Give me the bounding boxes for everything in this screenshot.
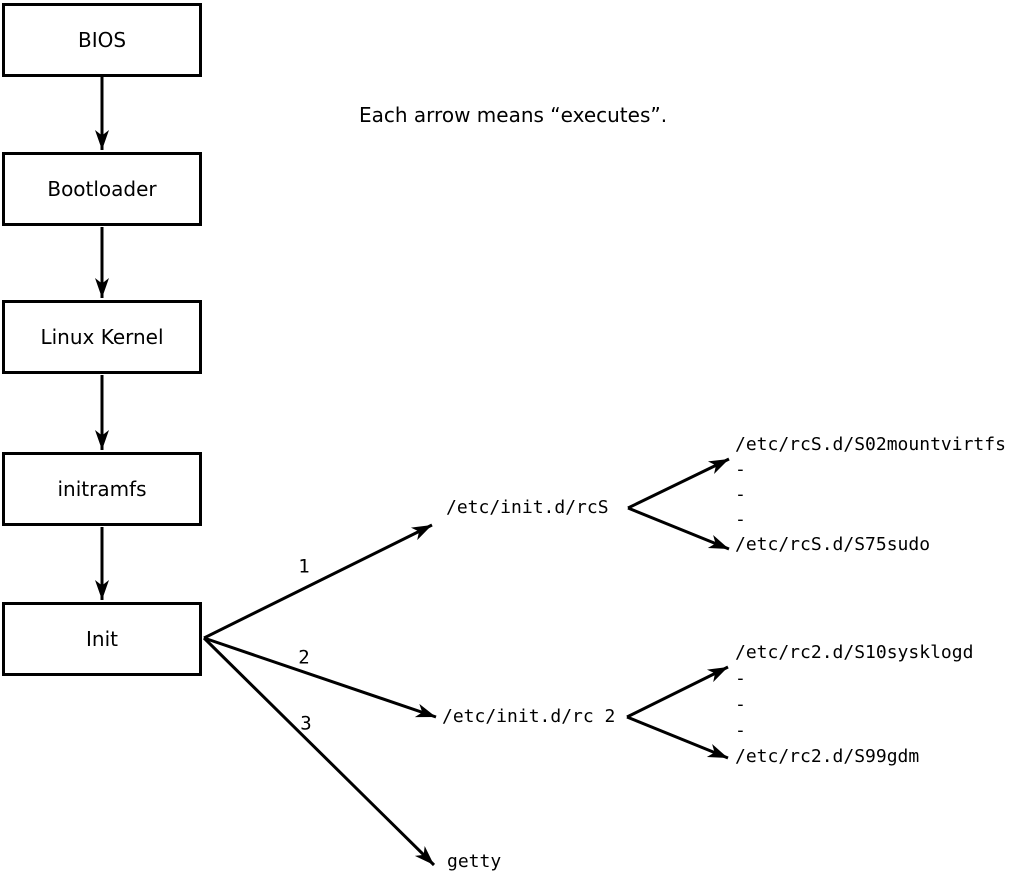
node-linux-kernel: Linux Kernel (2, 300, 202, 374)
node-etc-init-d-rcs: /etc/init.d/rcS (446, 497, 609, 518)
legend-note: Each arrow means “executes”. (359, 103, 668, 127)
rcs-ellipsis-dash-1: - (735, 459, 746, 480)
rc2-ellipsis-dash-2: - (735, 694, 746, 715)
arrow-rcs-to-s75sudo (627, 506, 730, 551)
node-bootloader: Bootloader (2, 152, 202, 226)
node-s10sysklogd: /etc/rc2.d/S10sysklogd (735, 642, 974, 663)
arrow-label-3: 3 (300, 712, 312, 735)
node-s02mountvirtfs: /etc/rcS.d/S02mountvirtfs (735, 434, 1006, 455)
node-getty: getty (447, 851, 502, 872)
node-etc-init-d-rc2: /etc/init.d/rc 2 (442, 706, 616, 727)
rc2-ellipsis-dash-1: - (735, 668, 746, 689)
rc2-ellipsis-dash-3: - (735, 720, 746, 741)
arrow-rc2-to-s10sysklogd (626, 665, 729, 719)
arrow-label-1: 1 (298, 555, 310, 578)
arrow-init-to-getty (202, 636, 436, 867)
node-linux-kernel-label: Linux Kernel (40, 325, 164, 349)
arrow-rcs-to-s02mountvirtfs (627, 457, 730, 510)
arrow-rc2-to-s99gdm (626, 715, 729, 760)
node-init-label: Init (86, 627, 118, 651)
node-s99gdm: /etc/rc2.d/S99gdm (735, 746, 920, 767)
rcs-ellipsis-dash-3: - (735, 509, 746, 530)
node-s75sudo: /etc/rcS.d/S75sudo (735, 534, 931, 555)
arrow-label-2: 2 (298, 646, 310, 669)
rcs-ellipsis-dash-2: - (735, 484, 746, 505)
arrow-init-to-rcs (203, 523, 433, 640)
node-initramfs: initramfs (2, 452, 202, 526)
node-bios-label: BIOS (77, 28, 127, 52)
arrow-init-to-rc2 (203, 636, 437, 719)
node-init: Init (2, 602, 202, 676)
node-initramfs-label: initramfs (57, 477, 147, 501)
node-bootloader-label: Bootloader (47, 177, 157, 201)
node-bios: BIOS (2, 3, 202, 77)
